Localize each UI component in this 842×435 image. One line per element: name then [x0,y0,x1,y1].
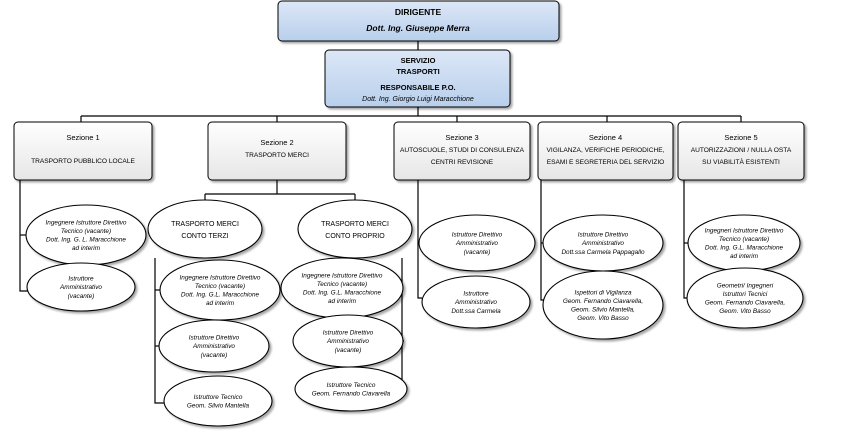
staff-text-line: Istruttore Direttivo [452,232,503,239]
staff-text-line: (vacante) [464,249,491,256]
staff-text-line: Geom. Vito Basso [577,315,629,322]
staff-text-line: Geom. Vito Basso [719,308,771,315]
staff-text-line: Tecnico (vacante) [317,281,367,288]
section-title: Sezione 2 [260,138,293,147]
staff-text-line: Istruttore [68,276,94,283]
staff-text-line: Geom. Fernando Ciavarella [312,391,391,398]
staff-text-line: Geometri/ Ingegneri [717,282,774,289]
servizio-line1: SERVIZIO [401,56,436,65]
subunit-line: TRASPORTO MERCI [321,221,389,228]
section-title: Sezione 5 [724,133,757,142]
staff-text-line: Ingegnere Istruttore Direttivo [180,274,261,281]
section-desc-line: TRASPORTO MERCI [245,152,309,159]
staff-text-line: Dott. Ing. G.L. Maracchione [303,290,382,297]
staff-text-line: Ingegneri Istruttore Direttivo [705,227,784,234]
subunit-conto-terzi: TRASPORTO MERCI CONTO TERZI [147,199,263,259]
subunit-line: TRASPORTO MERCI [171,221,239,228]
staff-text-line: Tecnico (vacante) [195,283,245,290]
staff-text-line: Amministrativo [455,240,498,247]
section-desc-line: AUTOSCUOLE, STUDI DI CONSULENZA [400,147,525,154]
dirigente-box: DIRIGENTE Dott. Ing. Giuseppe Merra [277,0,560,42]
dirigente-title: DIRIGENTE [395,7,442,17]
dirigente-name: Dott. Ing. Giuseppe Merra [366,23,470,33]
staff-text-line: Amministrativo [581,240,624,247]
staff-text-line: Ingegnere Istruttore Direttivo [46,219,127,226]
servizio-box: SERVIZIO TRASPORTI RESPONSABILE P.O. Dott. … [324,49,511,108]
servizio-name: Dott. Ing. Giorgio Luigi Maracchione [362,96,474,103]
section-4-box: Sezione 4 VIGILANZA, VERIFICHE PERIODICHE… [537,121,674,181]
staff-text-line: Dott. Ing. G.L. Maracchione [181,292,260,299]
staff-text-line: Istruttore Direttivo [323,330,374,337]
staff-text-line: Geom. Silvio Mantella [187,403,250,410]
section-desc-line: VIGILANZA, VERIFICHE PERIODICHE, [547,147,665,154]
staff-text-line: Istruttore Direttivo [578,232,629,239]
staff-text-line: Dott.ssa Carmela Pappagallo [561,249,645,256]
staff-text-line: Istruttore [463,291,489,298]
staff-text-line: Istruttore Tecnico [194,394,243,401]
section-3-box: Sezione 3 AUTOSCUOLE, STUDI DI CONSULENZA… [393,121,531,181]
subunit-line: CONTO TERZI [181,233,228,240]
section-title: Sezione 1 [66,133,99,142]
staff-text-line: Dott. Ing. G. L. Maracchione [46,237,126,244]
subunit-conto-proprio: TRASPORTO MERCI CONTO PROPRIO [297,199,413,259]
staff-text-line: Ingegnere Istruttore Direttivo [302,272,383,279]
section-5-box: Sezione 5 AUTORIZZAZIONI / NULLA OSTA SU V… [677,121,805,181]
staff-text-line: Amministrativo [454,299,497,306]
staff-text-line: Geom. Fernando Ciavarella, [705,300,786,307]
section-desc-line: CENTRI REVISIONE [431,159,494,166]
staff-s4-1: Istruttore DirettivoAmministrativoDott.s… [542,214,664,272]
staff-text-line: Istruttori Tecnici [723,291,768,298]
staff-text-line: Ispettori di Vigilanza [574,289,632,296]
staff-text-line: Geom. Fernando Ciavarella, [563,298,644,305]
staff-text-line: ad interim [206,300,235,307]
section-2-box: Sezione 2 TRASPORTO MERCI [207,121,347,181]
section-desc-line: AUTORIZZAZIONI / NULLA OSTA [691,147,792,154]
staff-text-line: Amministrativo [59,284,102,291]
staff-text-line: Tecnico (vacante) [719,236,769,243]
section-title: Sezione 4 [589,133,622,142]
section-desc-line: ESAMI E SEGRETERIA DEL SERVIZIO [547,159,665,166]
subunit-line: CONTO PROPRIO [325,233,385,240]
staff-text-line: ad interim [730,253,759,260]
staff-text-line: (vacante) [201,352,228,359]
staff-text-line: Istruttore Tecnico [327,382,376,389]
section-desc-line: TRASPORTO PUBBLICO LOCALE [31,158,135,165]
staff-text-line: (vacante) [68,293,95,300]
staff-text-line: ad interim [72,245,101,252]
staff-text-line: Tecnico (vacante) [61,228,111,235]
section-title: Sezione 3 [445,133,478,142]
section-desc-line: SU VIABILITÀ ESISTENTI [702,157,780,166]
staff-text-line: Dott.ssa Carmela [451,308,501,315]
section-1-box: Sezione 1 TRASPORTO PUBBLICO LOCALE [13,121,153,181]
staff-text-line: ad interim [328,298,357,305]
staff-text-line: Amministrativo [192,343,235,350]
servizio-line2: TRASPORTI [396,67,439,76]
staff-text-line: Geom. Silvio Mantella, [571,307,635,314]
servizio-role: RESPONSABILE P.O. [380,83,455,92]
staff-text-line: (vacante) [335,347,362,354]
staff-text-line: Dott. Ing. G.L. Maracchione [705,245,784,252]
staff-text-line: Istruttore Direttivo [189,335,240,342]
chart-nodes: DIRIGENTE Dott. Ing. Giuseppe MerraSERVIZ… [13,0,805,427]
staff-text-line: Amministrativo [326,338,369,345]
